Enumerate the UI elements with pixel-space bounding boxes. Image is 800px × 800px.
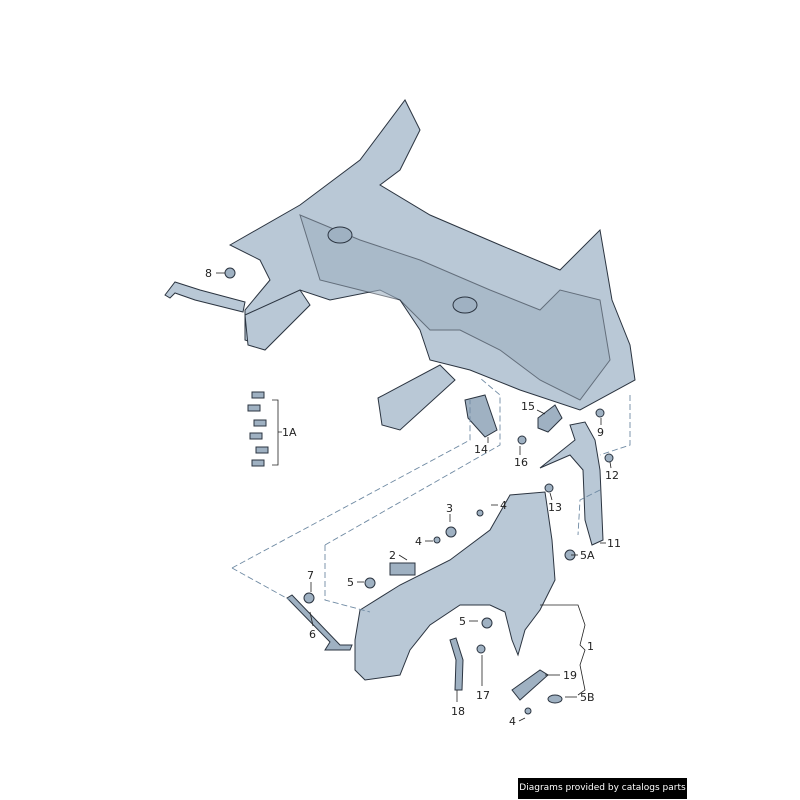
callout-5b: 5B: [580, 691, 595, 704]
part-6-brace: [286, 594, 353, 651]
callout-7: 7: [307, 569, 314, 582]
assembly-lines: [231, 377, 631, 613]
part-15-plate: [537, 404, 563, 433]
callout-13: 13: [548, 501, 562, 514]
callout-1a: 1A: [282, 426, 297, 439]
callout-16: 16: [514, 456, 528, 469]
part-8-bracket: [164, 281, 246, 313]
part-14-block: [464, 394, 498, 438]
fasteners: [224, 267, 614, 715]
bolt-set-1a: [247, 391, 269, 467]
callout-5: 5: [459, 615, 466, 628]
callout-15: 15: [521, 400, 535, 413]
callout-18: 18: [451, 705, 465, 718]
front-body-structure: [228, 99, 636, 431]
callout-4: 4: [509, 715, 516, 728]
part-18-trim: [449, 637, 464, 691]
callout-2: 2: [389, 549, 396, 562]
callout-labels: 8 1A 14 15 16 9 12 13 11 3 4 4 2 7 5 6 5…: [205, 267, 621, 728]
callout-5: 5: [347, 576, 354, 589]
part-1-fender: [354, 491, 556, 681]
callout-14: 14: [474, 443, 488, 456]
part-11-arch-liner: [539, 421, 604, 546]
callout-4: 4: [500, 499, 507, 512]
callout-4: 4: [415, 535, 422, 548]
leader-lines: [216, 272, 612, 722]
callout-1: 1: [587, 640, 594, 653]
callout-11: 11: [607, 537, 621, 550]
callout-8: 8: [205, 267, 212, 280]
callout-19: 19: [563, 669, 577, 682]
callout-9: 9: [597, 426, 604, 439]
watermark-banner: Diagrams provided by catalogs parts: [518, 778, 687, 799]
callout-12: 12: [605, 469, 619, 482]
callout-3: 3: [446, 502, 453, 515]
callout-5a: 5A: [580, 549, 595, 562]
callout-17: 17: [476, 689, 490, 702]
callout-6: 6: [309, 628, 316, 641]
part-19-bracket: [511, 669, 549, 701]
